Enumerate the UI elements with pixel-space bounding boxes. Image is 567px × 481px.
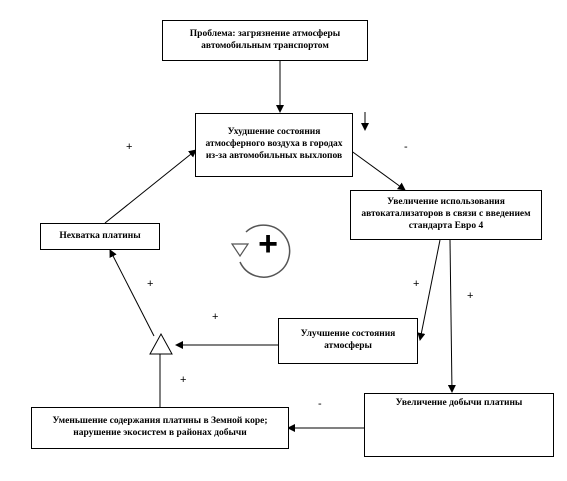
sign-catalysts-to-mining: + (467, 290, 474, 302)
box-mining: Увеличение добычи платины (364, 393, 554, 457)
sign-improvement-to-junction: + (212, 311, 219, 323)
arrow-catalysts-to-improvement (417, 239, 441, 341)
arrow-worsening-to-catalysts (349, 149, 406, 191)
arrow-shortage-to-worsening (104, 149, 197, 224)
box-worsening: Ухудшение состояния атмосферного воздуха… (195, 113, 353, 177)
loop-cycle-icon: + (230, 224, 291, 278)
box-reduction-label: Уменьшение содержания платины в Земной к… (52, 416, 268, 438)
box-improvement-label: Улучшение состояния атмосферы (300, 329, 396, 351)
junction-triangle (149, 332, 173, 355)
sign-mining-to-reduction: - (318, 398, 322, 410)
box-catalysts: Увеличение использования автокатализатор… (350, 190, 542, 240)
sign-junction-to-shortage: + (147, 278, 154, 290)
box-reduction: Уменьшение содержания платины в Земной к… (31, 407, 289, 449)
box-problem-label: Проблема: загрязнение атмосферы автомоби… (189, 28, 341, 51)
box-shortage: Нехватка платины (40, 223, 160, 250)
box-improvement: Улучшение состояния атмосферы (278, 318, 418, 364)
arrow-catalysts-to-mining (447, 239, 456, 393)
arrow-junction-to-shortage (109, 249, 155, 337)
box-problem: Проблема: загрязнение атмосферы автомоби… (162, 20, 368, 61)
sign-catalysts-to-improvement: + (413, 278, 420, 290)
box-catalysts-label: Увеличение использования автокатализатор… (361, 197, 531, 231)
sign-reduction-to-junction: + (180, 374, 187, 386)
box-shortage-label: Нехватка платины (59, 230, 141, 241)
box-worsening-label: Ухудшение состояния атмосферного воздуха… (205, 127, 343, 161)
sign-shortage-to-worsening: + (126, 141, 133, 153)
loop-symbol: + (258, 225, 278, 263)
sign-worsening-to-catalysts: - (404, 141, 408, 153)
box-mining-label: Увеличение добычи платины (395, 398, 523, 408)
